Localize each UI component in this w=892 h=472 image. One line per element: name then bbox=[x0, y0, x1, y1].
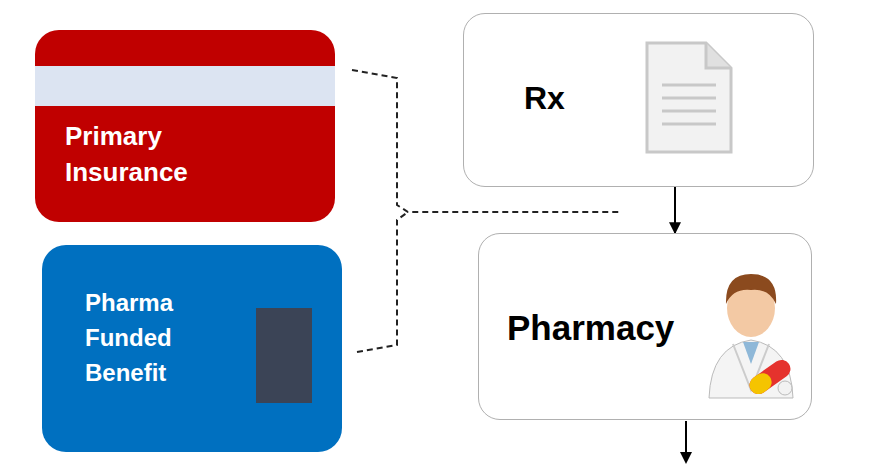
node-label: Pharma Funded Benefit bbox=[85, 285, 245, 390]
card-chip bbox=[256, 308, 312, 403]
pharmacist-icon bbox=[703, 260, 799, 400]
node-label: Rx bbox=[524, 78, 614, 118]
benefit-card: Pharma Funded Benefit bbox=[42, 245, 342, 452]
node-label: Pharmacy bbox=[507, 306, 707, 350]
card-stripe bbox=[35, 66, 335, 106]
dashed-bracket bbox=[357, 212, 408, 352]
document-icon bbox=[644, 40, 734, 155]
exit-arrow bbox=[685, 421, 687, 452]
flow-arrow bbox=[674, 187, 676, 233]
prescription-box: Rx bbox=[463, 13, 814, 187]
pharmacy-box: Pharmacy bbox=[478, 233, 812, 420]
node-label: Primary Insurance bbox=[65, 118, 285, 190]
exit-arrowhead bbox=[680, 452, 692, 464]
insurance-card: Primary Insurance bbox=[35, 30, 335, 222]
